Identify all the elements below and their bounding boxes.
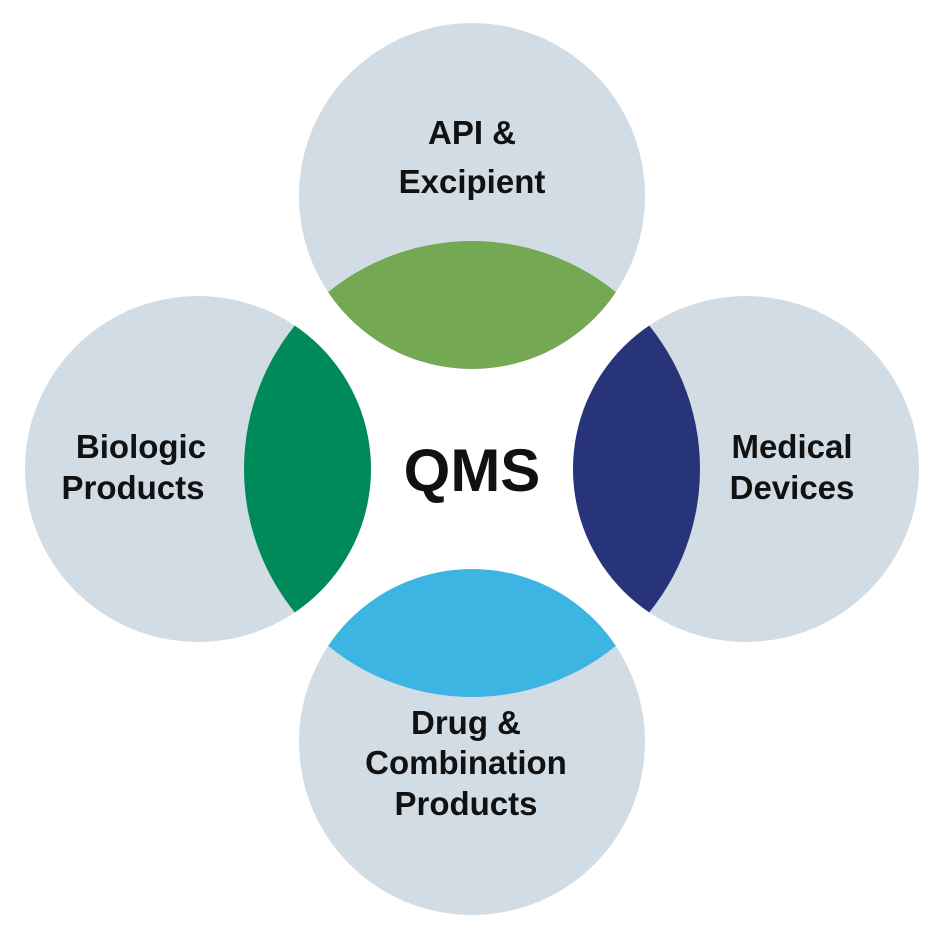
label-api-line1: API & <box>428 114 516 151</box>
label-api-line2: Excipient <box>399 163 546 200</box>
center-label-qms: QMS <box>404 437 541 504</box>
label-drug-line2: Combination <box>365 744 567 781</box>
label-biologic-line1: Biologic <box>76 428 206 465</box>
label-biologic-line2: Products <box>61 469 204 506</box>
label-medical-line1: Medical <box>731 428 852 465</box>
label-medical-line2: Devices <box>730 469 855 506</box>
label-drug-line1: Drug & <box>411 704 521 741</box>
label-drug-line3: Products <box>394 785 537 822</box>
